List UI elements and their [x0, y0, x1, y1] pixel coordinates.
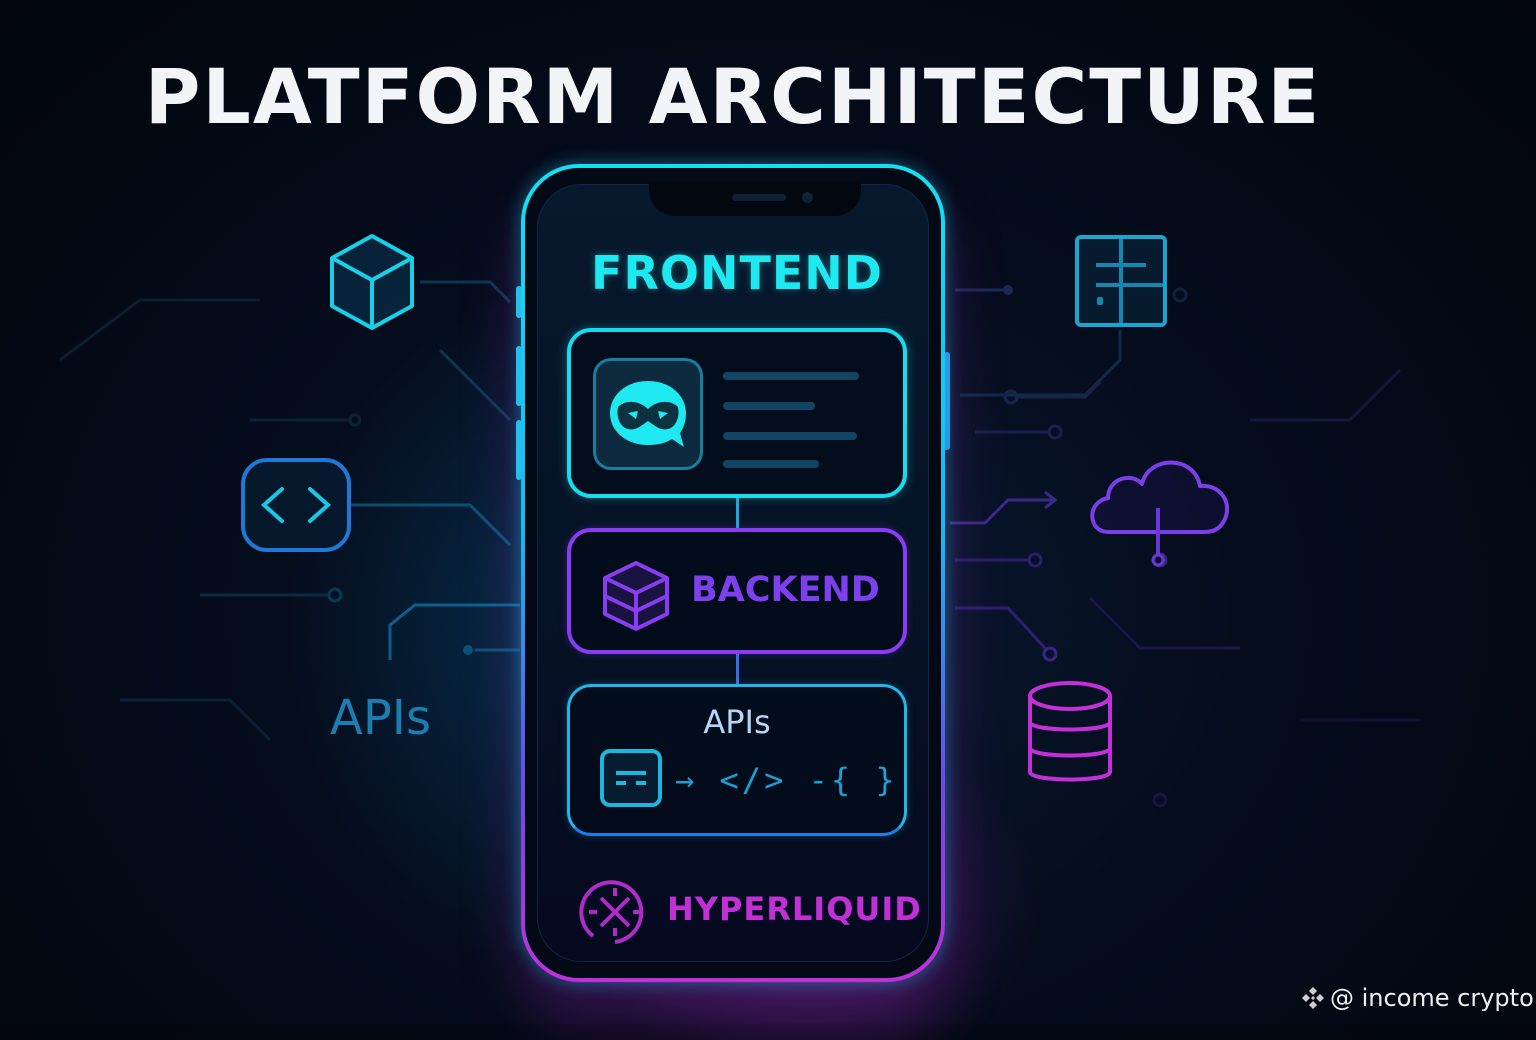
server-grid-icon: [1075, 235, 1167, 327]
circuit-node: [327, 587, 343, 603]
layer-connector: [736, 498, 739, 528]
cloud-icon: [1090, 460, 1229, 567]
circuit-trace: [59, 298, 260, 362]
circuit-node: [1047, 424, 1063, 440]
watermark: @ income crypto: [1300, 984, 1534, 1012]
database-icon: [1028, 681, 1112, 782]
layer-connector: [736, 654, 739, 684]
circuit-trace: [1250, 368, 1402, 422]
phone-side-button: [516, 286, 522, 318]
circuit-trace: [120, 698, 272, 742]
circuit-node: [463, 645, 473, 655]
hyperliquid-logo-icon: [579, 880, 644, 944]
apis-card: APIs → </> -{ }: [567, 684, 907, 836]
circuit-trace: [1044, 490, 1058, 510]
circuit-trace: [1015, 380, 1102, 399]
circuit-trace: [438, 348, 512, 422]
frontend-label: FRONTEND: [591, 246, 883, 300]
circuit-trace: [350, 503, 512, 547]
circuit-node: [348, 413, 362, 427]
phone-side-button: [516, 346, 522, 406]
phone-side-button: [516, 420, 522, 480]
circuit-trace: [1088, 596, 1240, 650]
circuit-node: [1003, 389, 1019, 405]
apis-side-label: APIs: [330, 690, 431, 746]
api-flow-glyphs: → </> -{ }: [675, 761, 898, 799]
text-placeholder-line: [723, 402, 815, 410]
circuit-trace: [950, 498, 1055, 525]
phone-frame: FRONTEND: [521, 164, 945, 982]
frontend-card: [567, 328, 907, 498]
document-icon: [600, 749, 662, 807]
stacked-box-icon: [603, 561, 669, 631]
masked-chat-icon: [593, 358, 703, 470]
binance-logo-icon: [1302, 987, 1324, 1009]
watermark-text: @ income crypto: [1330, 984, 1534, 1012]
cube-icon: [330, 234, 414, 330]
circuit-node: [1172, 287, 1188, 303]
circuit-trace: [388, 603, 520, 660]
phone-notch: [649, 182, 861, 216]
text-placeholder-line: [723, 460, 819, 468]
circuit-node: [1042, 646, 1058, 662]
circuit-node: [1003, 285, 1013, 295]
circuit-trace: [420, 280, 512, 304]
hyperliquid-label: HYPERLIQUID: [667, 890, 922, 928]
page-title: PLATFORM ARCHITECTURE: [144, 52, 1322, 141]
text-placeholder-line: [723, 432, 857, 440]
code-brackets-icon: [241, 458, 351, 552]
front-camera: [802, 192, 813, 203]
backend-card: BACKEND: [567, 528, 907, 654]
backend-label: BACKEND: [691, 570, 880, 610]
apis-label: APIs: [703, 703, 771, 741]
text-placeholder-line: [723, 372, 859, 380]
circuit-node: [1152, 792, 1168, 808]
circuit-node: [1027, 552, 1043, 568]
speaker-grille: [732, 194, 786, 201]
circuit-trace: [960, 330, 1122, 397]
circuit-trace: [955, 606, 1047, 650]
phone-power-button: [944, 352, 950, 450]
